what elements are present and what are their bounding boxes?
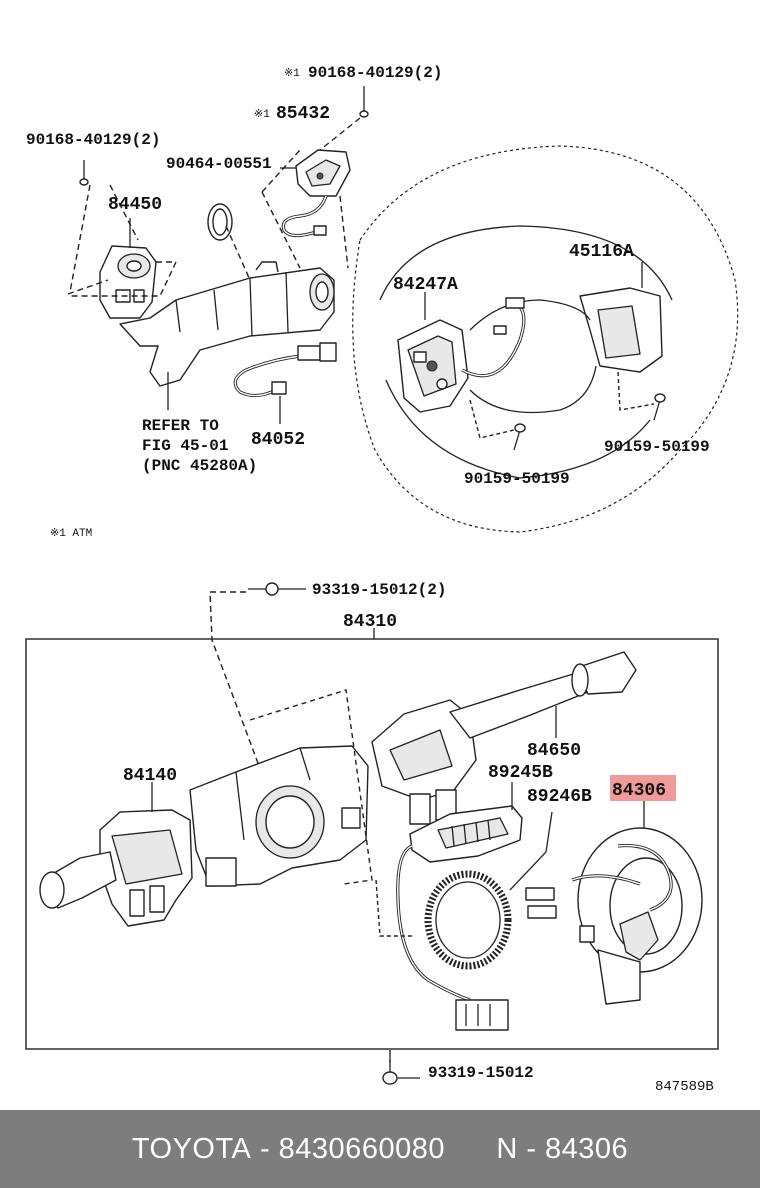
switch-body-84310[interactable] [189,745,369,887]
assembly-frame-84310 [25,638,719,1050]
label-90159-right: 90159-50199 [604,438,710,456]
part-84306-spiral-cable[interactable] [525,827,703,1005]
steering-wheel-45116a [352,145,739,533]
highlight-84306 [610,775,676,801]
wire-harness [396,844,509,1031]
screw-90159-right[interactable] [653,393,666,421]
label-refer-3: (PNC 45280A) [142,457,257,475]
label-84306: 84306 [612,781,666,801]
label-93319-bottom: 93319-15012 [428,1064,534,1082]
screw-90168-top[interactable] [359,86,369,118]
label-mark-85432: ※1 [254,109,270,121]
part-84650[interactable] [371,651,637,825]
label-84140: 84140 [123,766,177,786]
label-refer-1: REFER TO [142,417,219,435]
screw-90159-mid[interactable] [513,423,526,451]
screw-93319-bottom[interactable] [382,1056,420,1085]
part-84450[interactable] [99,245,157,319]
label-note-atm: ※1 ATM [50,528,92,540]
ring-90464[interactable] [207,203,233,241]
steering-column [119,225,335,387]
label-93319-top: 93319-15012(2) [312,581,446,599]
footer-pnc: N - 84306 [496,1132,629,1165]
footer-part-number: 8430660080 [278,1132,445,1165]
footer-separator: - [251,1132,279,1165]
part-89246b[interactable] [424,870,512,970]
label-90168-left: 90168-40129(2) [26,131,160,149]
label-90168-top: 90168-40129(2) [308,64,442,82]
footer-brand: TOYOTA [131,1132,252,1165]
label-89245b: 89245B [488,763,553,783]
part-84247a[interactable] [397,297,526,413]
part-number-footer: TOYOTA - 8430660080 N - 84306 [0,1110,760,1188]
part-89245b[interactable] [409,805,523,863]
label-84310: 84310 [343,612,397,632]
label-mark-top: ※1 [284,68,300,80]
footer-gap [445,1133,496,1166]
label-90464: 90464-00551 [166,155,272,173]
screw-93319-top[interactable] [248,582,306,596]
parts-diagram: ※1 90168-40129(2) ※1 85432 90168-40129(2… [25,64,739,1095]
label-84450: 84450 [108,195,162,215]
label-89246b: 89246B [527,787,592,807]
screw-90168-left[interactable] [79,160,89,186]
part-85432[interactable] [281,149,351,238]
part-84052[interactable] [233,342,337,398]
label-84247a: 84247A [393,275,458,295]
part-84140[interactable] [39,809,193,927]
label-refer-2: FIG 45-01 [142,437,228,455]
label-85432: 85432 [276,104,330,124]
label-84650: 84650 [527,741,581,761]
label-reference-code: 847589B [655,1079,714,1095]
label-45116a: 45116A [569,242,634,262]
label-90159-mid: 90159-50199 [464,470,570,488]
label-84052: 84052 [251,430,305,450]
